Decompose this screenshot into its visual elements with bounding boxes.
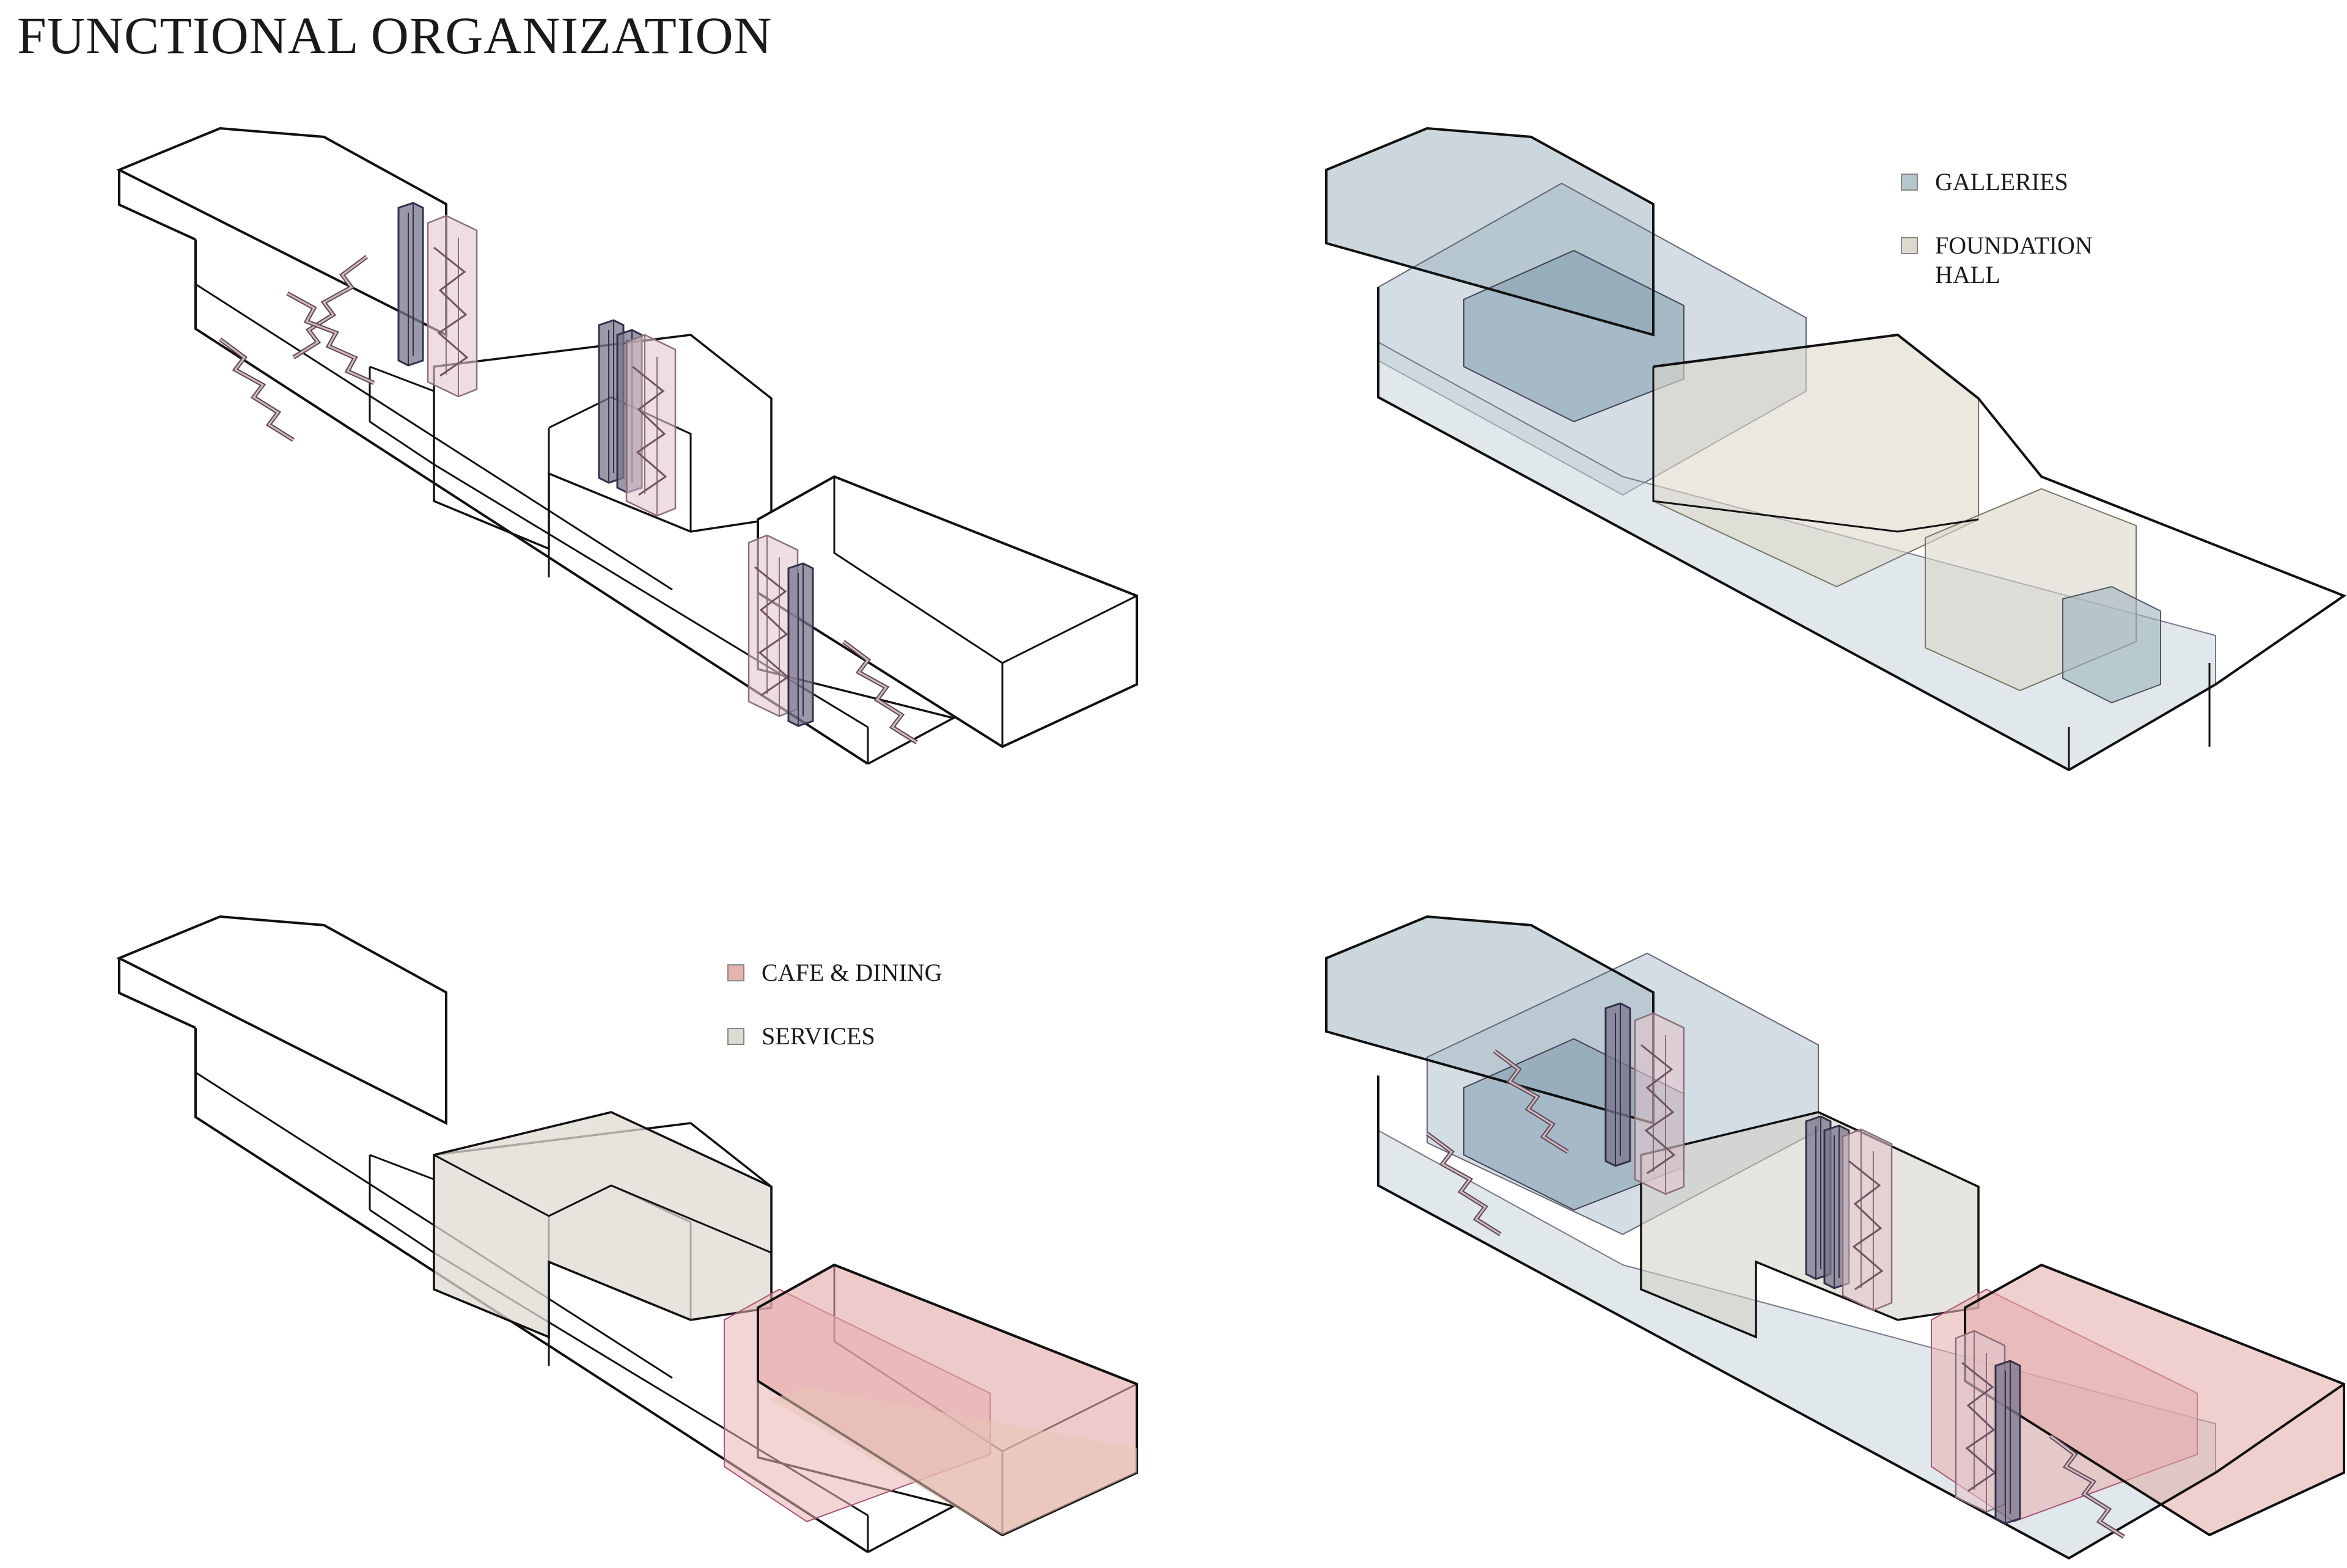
elevator-core-icon (1604, 1002, 1631, 1167)
elevator-core-icon (787, 562, 814, 727)
legend-label: CAFE & DINING (762, 959, 942, 986)
legend-label: SERVICES (762, 1022, 875, 1050)
stair-tower-icon (427, 214, 478, 398)
foundation-hall-swatch (1901, 237, 1918, 254)
galleries-swatch (1901, 174, 1918, 191)
diagram-combined (1325, 915, 2345, 1560)
diagram-cafe-services (118, 915, 1138, 1553)
legend-cafe-services: CAFE & DINING SERVICES (727, 958, 984, 1050)
diagram-circulation (118, 127, 1138, 765)
legend-label: FOUNDATION HALL (1935, 232, 2093, 288)
stair-tower-icon (1634, 1012, 1685, 1195)
legend-galleries-foundation: GALLERIES FOUNDATION HALL (1901, 167, 2158, 302)
page-title: FUNCTIONAL ORGANIZATION (17, 6, 773, 65)
stair-tower-icon (1842, 1128, 1893, 1311)
stair-tower-icon (625, 334, 677, 517)
elevator-core-icon (1994, 1360, 2021, 1525)
legend-label: GALLERIES (1935, 168, 2068, 196)
stair-icon (220, 339, 293, 440)
services-swatch (727, 1028, 744, 1045)
diagram-galleries (1325, 126, 2347, 772)
cafe-dining-swatch (727, 964, 744, 981)
elevator-core-icon (397, 202, 424, 367)
